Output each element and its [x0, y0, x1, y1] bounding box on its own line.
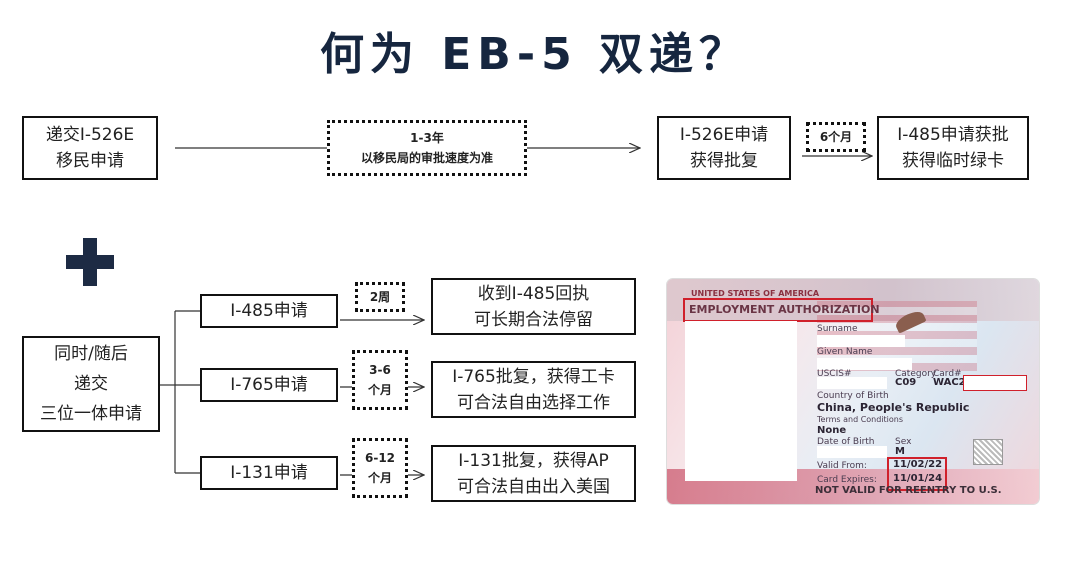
card-footer: NOT VALID FOR REENTRY TO U.S.	[815, 485, 1002, 496]
category-value: C09	[895, 377, 916, 388]
i485-duration: 2周	[370, 287, 390, 307]
i485-result-line-1: 收到I-485回执	[478, 281, 590, 307]
i485-greencard-box: I-485申请获批 获得临时绿卡	[877, 116, 1029, 180]
given-name-label: Given Name	[817, 347, 872, 357]
timeline-line-1: 1-3年	[410, 128, 444, 148]
sex-value: M	[895, 446, 905, 457]
i485-result-box: 收到I-485回执 可长期合法停留	[431, 278, 636, 335]
expires-label: Card Expires:	[817, 475, 877, 485]
i765-result-line-2: 可合法自由选择工作	[457, 390, 610, 416]
i131-result-line-2: 可合法自由出入美国	[457, 474, 610, 500]
concurrent-filing-box: 同时/随后 递交 三位一体申请	[22, 336, 160, 432]
greencard-line-2: 获得临时绿卡	[902, 148, 1004, 174]
terms-label: Terms and Conditions	[817, 415, 903, 424]
card-number-value: WAC2	[933, 377, 966, 388]
submit-i526e-box: 递交I-526E 移民申请	[22, 116, 158, 180]
i131-duration-box: 6-12 个月	[352, 438, 408, 498]
i765-duration-box: 3-6 个月	[352, 350, 408, 410]
country-value: China, People's Republic	[817, 401, 969, 414]
i131-duration-line-2: 个月	[368, 468, 392, 488]
qr-code-icon	[973, 439, 1003, 465]
surname-label: Surname	[817, 324, 857, 334]
plus-icon	[66, 238, 114, 286]
country-label: Country of Birth	[817, 391, 889, 401]
timeline-line-2: 以移民局的审批速度为准	[361, 148, 493, 168]
i131-result-box: I-131批复，获得AP 可合法自由出入美国	[431, 445, 636, 502]
i765-form-label: I-765申请	[230, 372, 308, 398]
greencard-line-1: I-485申请获批	[897, 122, 1009, 148]
i131-form-label: I-131申请	[230, 460, 308, 486]
approval-line-1: I-526E申请	[680, 122, 768, 148]
i131-form-box: I-131申请	[200, 456, 338, 490]
i765-form-box: I-765申请	[200, 368, 338, 402]
approval-line-2: 获得批复	[690, 148, 758, 174]
timeline-box: 1-3年 以移民局的审批速度为准	[327, 120, 527, 176]
wait-label: 6个月	[820, 127, 852, 147]
submit-line-2: 移民申请	[56, 148, 124, 174]
source-line-2: 递交	[74, 369, 108, 399]
surname-redacted	[817, 335, 905, 347]
i131-duration-line-1: 6-12	[365, 448, 395, 468]
submit-line-1: 递交I-526E	[46, 122, 134, 148]
i765-result-box: I-765批复，获得工卡 可合法自由选择工作	[431, 361, 636, 418]
ead-card-image: UNITED STATES OF AMERICA EMPLOYMENT AUTH…	[667, 279, 1039, 504]
card-photo-redacted	[685, 321, 797, 481]
i485-result-line-2: 可长期合法停留	[474, 307, 593, 333]
uscis-redacted	[817, 377, 887, 389]
i765-duration-line-1: 3-6	[369, 360, 391, 380]
card-heading: EMPLOYMENT AUTHORIZATION	[689, 303, 880, 316]
i485-form-label: I-485申请	[230, 298, 308, 324]
i765-result-line-1: I-765批复，获得工卡	[452, 364, 615, 390]
i526e-approval-box: I-526E申请 获得批复	[657, 116, 791, 180]
dob-redacted	[817, 446, 887, 458]
source-line-1: 同时/随后	[54, 339, 128, 369]
i485-form-box: I-485申请	[200, 294, 338, 328]
i765-duration-line-2: 个月	[368, 380, 392, 400]
terms-value: None	[817, 425, 846, 436]
valid-from-label: Valid From:	[817, 461, 867, 471]
i131-result-line-1: I-131批复，获得AP	[458, 448, 608, 474]
source-line-3: 三位一体申请	[40, 399, 142, 429]
i485-duration-box: 2周	[355, 282, 405, 312]
valid-from-value: 11/02/22	[893, 459, 942, 470]
expires-value: 11/01/24	[893, 473, 942, 484]
card-number-redacted	[963, 375, 1027, 391]
card-header-text: UNITED STATES OF AMERICA	[691, 289, 819, 298]
wait-6-months-box: 6个月	[806, 122, 866, 152]
